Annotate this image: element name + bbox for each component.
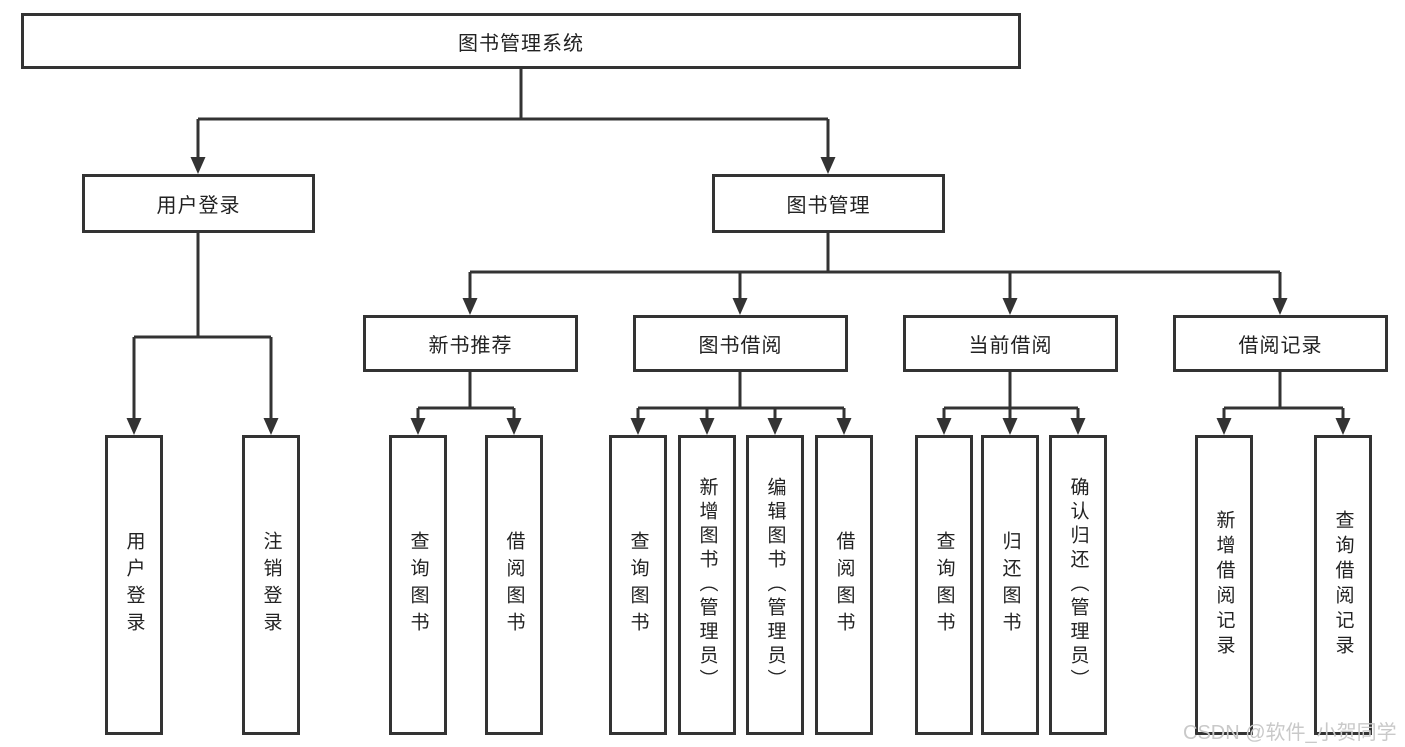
leaf-borrow-books-1-label: 借阅图书 xyxy=(503,531,525,639)
node-current-borrow: 当前借阅 xyxy=(903,315,1118,372)
node-book-management-label: 图书管理 xyxy=(786,195,871,217)
node-borrow-records-label: 借阅记录 xyxy=(1238,335,1323,357)
node-new-book-recommend: 新书推荐 xyxy=(363,315,578,372)
leaf-query-books-3-label: 查询图书 xyxy=(933,531,955,639)
leaf-borrow-books-2-label: 借阅图书 xyxy=(833,531,855,639)
leaf-add-borrow-record: 新增借阅记录 xyxy=(1195,435,1253,735)
node-new-book-recommend-label: 新书推荐 xyxy=(428,335,513,357)
node-root: 图书管理系统 xyxy=(21,13,1021,69)
leaf-logout: 注销登录 xyxy=(242,435,300,735)
leaf-query-books-2: 查询图书 xyxy=(609,435,667,735)
leaf-confirm-return-admin-label: 确认归还（管理员） xyxy=(1067,477,1089,693)
leaf-add-books-admin-label: 新增图书（管理员） xyxy=(696,477,718,693)
leaf-return-books: 归还图书 xyxy=(981,435,1039,735)
node-root-label: 图书管理系统 xyxy=(458,32,584,55)
node-user-login-label: 用户登录 xyxy=(156,195,241,217)
node-user-login: 用户登录 xyxy=(82,174,315,233)
node-current-borrow-label: 当前借阅 xyxy=(968,335,1053,357)
leaf-query-borrow-record-label: 查询借阅记录 xyxy=(1332,510,1354,660)
leaf-edit-books-admin: 编辑图书（管理员） xyxy=(746,435,804,735)
node-book-borrow: 图书借阅 xyxy=(633,315,848,372)
node-borrow-records: 借阅记录 xyxy=(1173,315,1388,372)
leaf-query-books-3: 查询图书 xyxy=(915,435,973,735)
leaf-user-login-label: 用户登录 xyxy=(123,531,145,639)
node-book-management: 图书管理 xyxy=(712,174,945,233)
leaf-confirm-return-admin: 确认归还（管理员） xyxy=(1049,435,1107,735)
leaf-add-books-admin: 新增图书（管理员） xyxy=(678,435,736,735)
leaf-user-login: 用户登录 xyxy=(105,435,163,735)
leaf-query-books-1-label: 查询图书 xyxy=(407,531,429,639)
leaf-return-books-label: 归还图书 xyxy=(999,531,1021,639)
leaf-borrow-books-1: 借阅图书 xyxy=(485,435,543,735)
leaf-borrow-books-2: 借阅图书 xyxy=(815,435,873,735)
leaf-query-books-2-label: 查询图书 xyxy=(627,531,649,639)
leaf-logout-label: 注销登录 xyxy=(260,531,282,639)
leaf-edit-books-admin-label: 编辑图书（管理员） xyxy=(764,477,786,693)
leaf-add-borrow-record-label: 新增借阅记录 xyxy=(1213,510,1235,660)
node-book-borrow-label: 图书借阅 xyxy=(698,335,783,357)
leaf-query-borrow-record: 查询借阅记录 xyxy=(1314,435,1372,735)
leaf-query-books-1: 查询图书 xyxy=(389,435,447,735)
